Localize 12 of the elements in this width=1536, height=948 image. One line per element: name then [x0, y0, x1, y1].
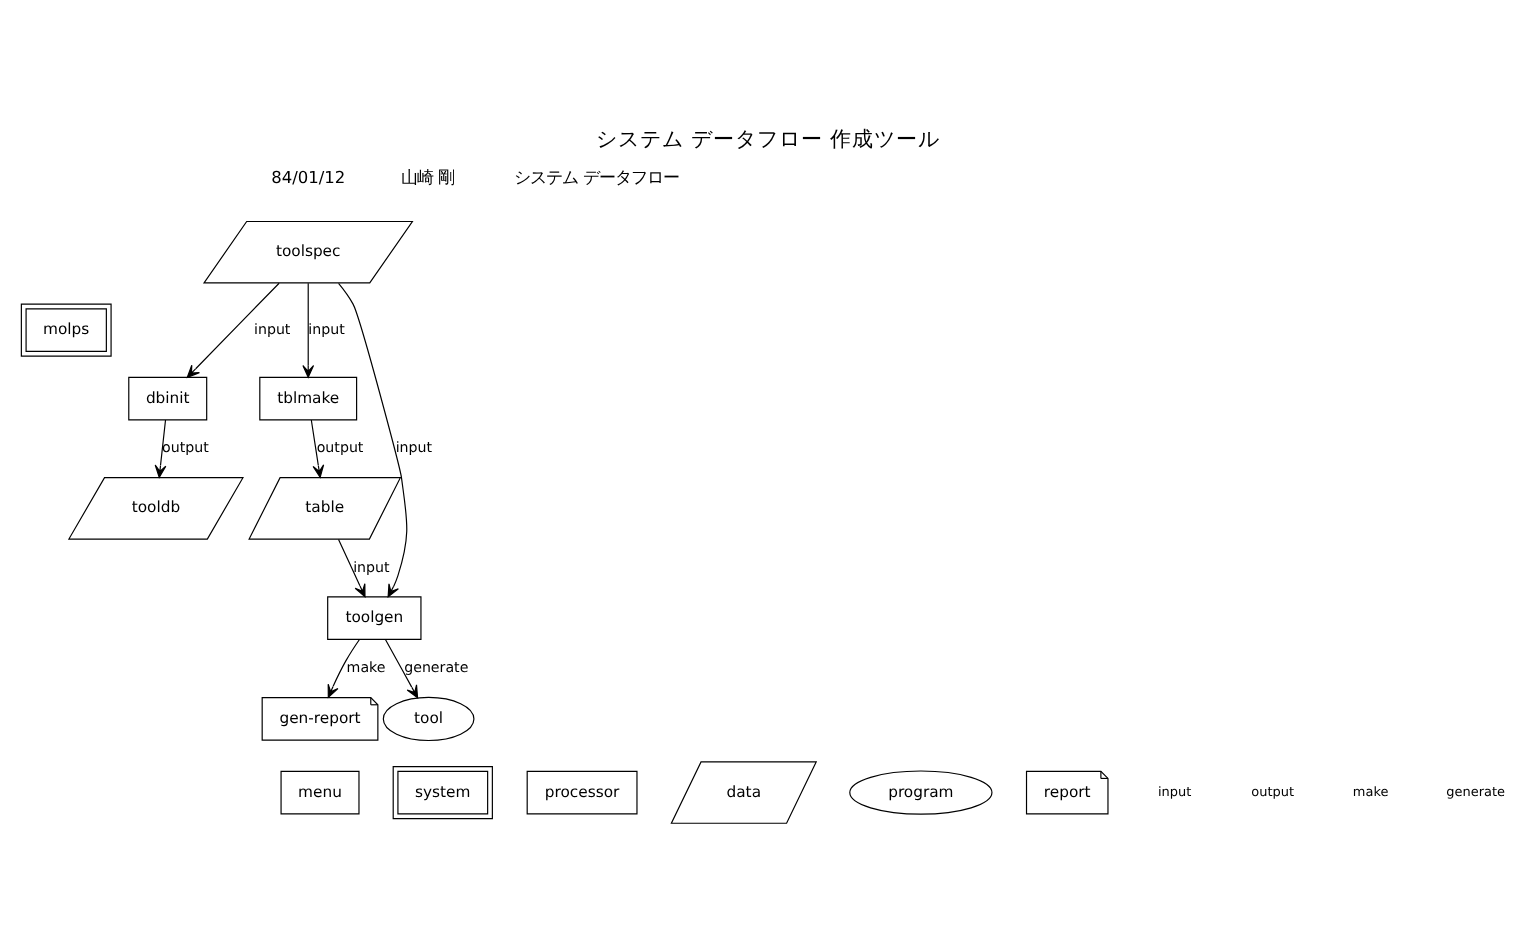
diagram-title: システム データフロー 作成ツール — [596, 126, 940, 153]
arrow — [186, 282, 280, 378]
arrow — [310, 419, 325, 478]
arrow — [385, 639, 419, 699]
arrow — [154, 419, 167, 478]
arrow — [327, 638, 361, 698]
label: システム データフロー — [513, 167, 679, 188]
label: 山崎 剛 — [400, 167, 455, 188]
label: 84/01/12 — [271, 167, 346, 188]
arrow — [302, 282, 315, 378]
arrow — [337, 538, 366, 598]
arrow — [337, 282, 408, 598]
